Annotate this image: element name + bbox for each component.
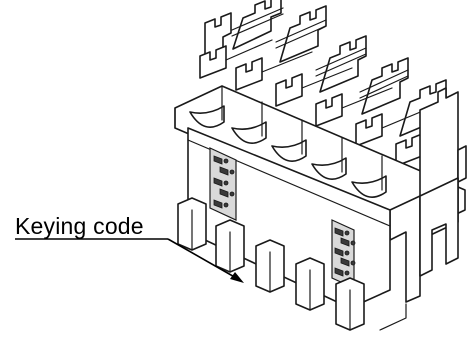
housing-top-deck	[174, 85, 466, 233]
callout-leader	[15, 238, 244, 283]
keying-code-label: Keying code	[15, 213, 144, 239]
keying-dot	[223, 180, 229, 186]
keying-code-marks	[213, 155, 356, 277]
keying-mark	[334, 227, 344, 237]
keying-dot	[223, 202, 229, 208]
housing-front-skirt	[187, 127, 391, 309]
keying-dot	[350, 260, 356, 266]
keying-mark	[213, 177, 223, 187]
keying-mark	[340, 257, 350, 267]
keying-dot	[344, 270, 350, 276]
keying-dot	[350, 240, 356, 246]
contact-pins	[177, 197, 365, 331]
keying-dot	[229, 169, 235, 175]
keying-mark	[219, 166, 229, 176]
keying-mark	[213, 199, 223, 209]
callout-arrowhead	[230, 272, 244, 283]
keying-mark	[334, 267, 344, 277]
keying-mark	[334, 247, 344, 257]
keying-mark	[213, 155, 223, 165]
keying-dot	[223, 158, 229, 164]
keying-dot	[344, 230, 350, 236]
keying-mark	[340, 237, 350, 247]
keying-mark	[219, 188, 229, 198]
housing-end-wall	[379, 87, 467, 331]
keying-dot	[229, 191, 235, 197]
keying-dot	[344, 250, 350, 256]
